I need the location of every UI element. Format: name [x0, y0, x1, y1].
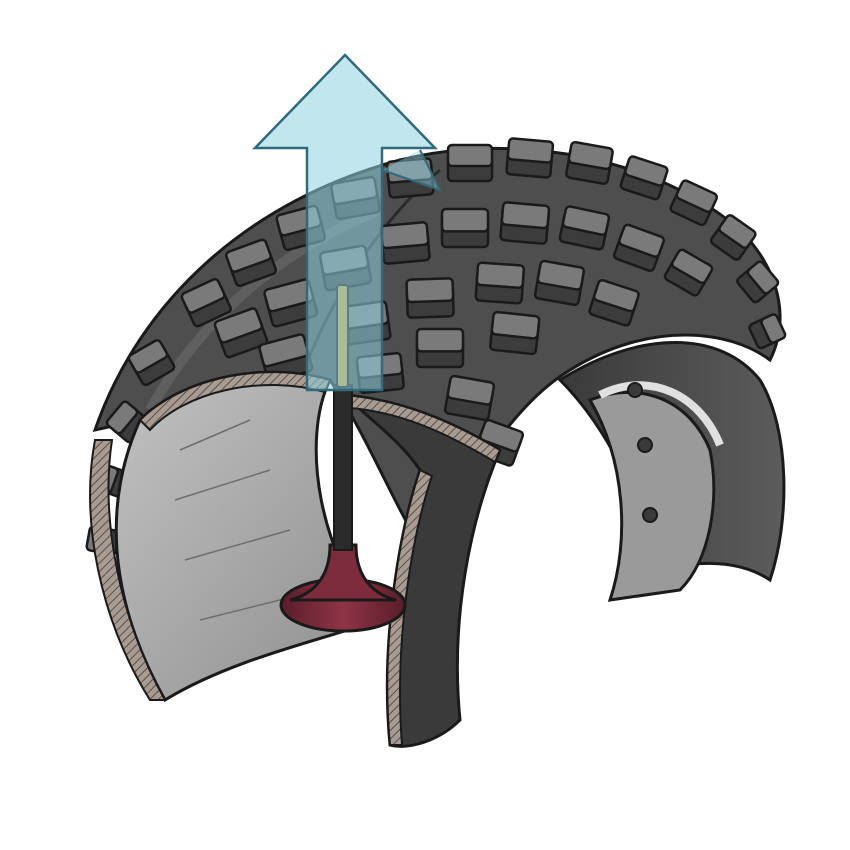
up-arrow-icon: [252, 53, 442, 392]
tread-knob: [748, 313, 787, 350]
valve-base-neck: [289, 543, 397, 602]
tread-knob: [385, 157, 435, 199]
valve-stem: [333, 384, 353, 551]
tread-knob: [533, 259, 586, 307]
tread-knob: [213, 307, 269, 359]
tread-knob: [558, 205, 611, 251]
tread-knob: [225, 238, 278, 288]
tread-knob: [669, 179, 719, 227]
tread-knob: [588, 279, 640, 327]
tire-casing-cutaway-right: [341, 393, 502, 748]
tread-knob: [443, 374, 496, 422]
rim-spoke-hole: [642, 507, 658, 523]
tread-knob: [709, 214, 757, 261]
tread-knob: [488, 310, 541, 356]
tread-knob: [405, 277, 455, 319]
tread-knob: [612, 223, 665, 273]
tread-knob: [127, 339, 176, 387]
tread-knob: [565, 140, 614, 185]
tread-knob: [505, 137, 555, 179]
rim-spoke-hole: [637, 437, 653, 453]
rim-spoke-hole: [627, 382, 643, 398]
tread-knob: [180, 278, 232, 328]
tread-knob: [263, 278, 319, 328]
tread-knob: [474, 261, 526, 305]
tread-knob: [440, 207, 490, 249]
rim: [587, 381, 724, 602]
tread-knob: [415, 327, 465, 369]
tread-knob: [446, 143, 494, 183]
tread-knob: [379, 221, 431, 265]
tread-knob: [663, 248, 714, 297]
tread-knob: [499, 201, 551, 245]
tread-knob: [736, 260, 780, 304]
tread-knob: [619, 155, 669, 201]
